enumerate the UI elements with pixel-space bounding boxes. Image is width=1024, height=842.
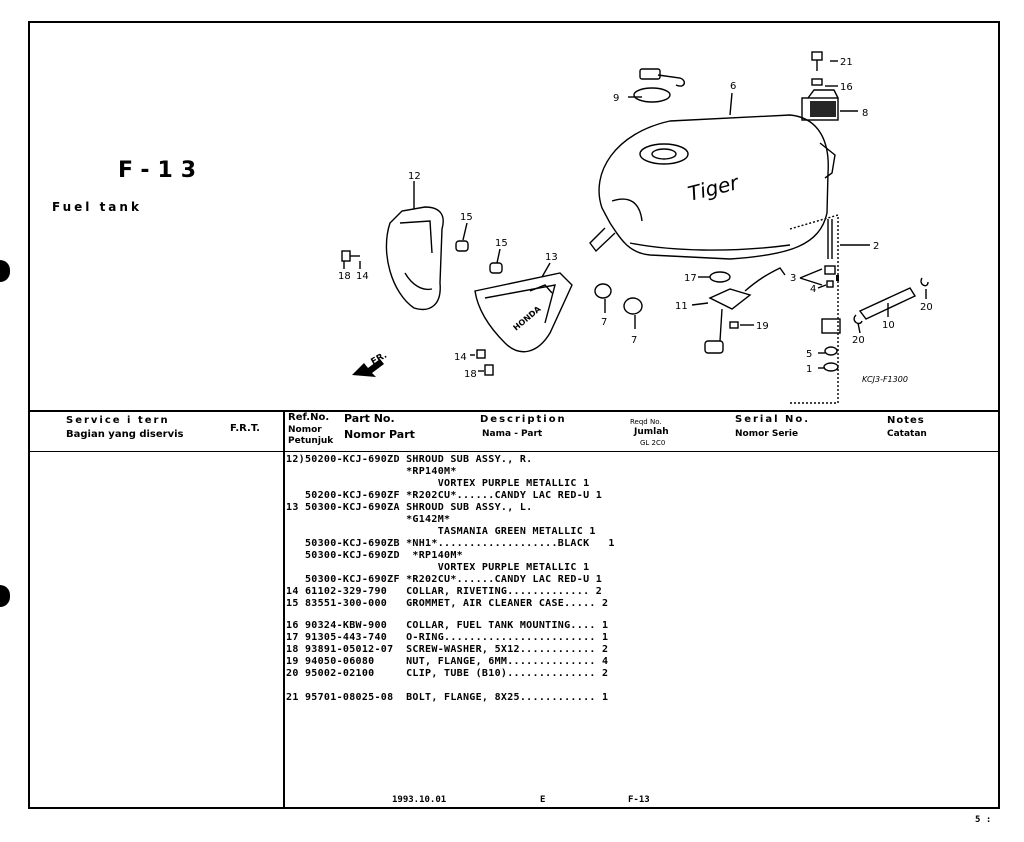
fuel-filler (639, 143, 689, 165)
callout-4: 4 (810, 284, 816, 295)
callout-18a: 18 (338, 271, 351, 282)
parts-sheet-frame: F-13 Fuel tank (28, 21, 1000, 809)
front-arrow (352, 359, 384, 377)
parts-row: 50300-KCJ-690ZF *R202CU*......CANDY LAC … (286, 574, 603, 585)
parts-row: 19 94050-06080 NUT, FLANGE, 6MM.........… (286, 656, 609, 667)
parts-row: VORTEX PURPLE METALLIC 1 (286, 562, 590, 573)
parts-row: TASMANIA GREEN METALLIC 1 (286, 526, 596, 537)
header-serial: Serial No. (735, 414, 811, 425)
header-frt: F.R.T. (230, 423, 260, 434)
callout-1: 1 (806, 364, 812, 375)
fuel-valve (708, 288, 752, 310)
footer-edition: E (540, 795, 546, 805)
parts-row: 21 95701-08025-08 BOLT, FLANGE, 8X25....… (286, 692, 609, 703)
parts-row: VORTEX PURPLE METALLIC 1 (286, 478, 590, 489)
parts-row: *G142M* (286, 514, 451, 525)
header-notes-id: Catatan (887, 429, 927, 439)
callout-6: 6 (730, 81, 736, 92)
callout-20b: 20 (852, 335, 865, 346)
callout-3: 3 (790, 273, 796, 284)
callout-7b: 7 (631, 335, 637, 346)
parts-row: 14 61102-329-790 COLLAR, RIVETING.......… (286, 586, 603, 597)
fuel-cap (633, 87, 671, 103)
callout-14b: 14 (454, 352, 467, 363)
header-reqd-model: GL 2C0 (640, 439, 666, 447)
callout-15b: 15 (495, 238, 508, 249)
parts-row: 15 83551-300-000 GROMMET, AIR CLEANER CA… (286, 598, 609, 609)
header-refno-id-2: Petunjuk (288, 436, 334, 446)
parts-row: 13 50300-KCJ-690ZA SHROUD SUB ASSY., L. (286, 502, 533, 513)
header-refno-id-1: Nomor (288, 425, 322, 435)
sheet-id: F-13 (118, 158, 205, 183)
parts-row: 20 95002-02100 CLIP, TUBE (B10).........… (286, 668, 609, 679)
callout-13: 13 (545, 252, 558, 263)
diagram-art: 21 16 8 9 6 2 12 15 15 13 18 14 17 3 4 2… (338, 51, 933, 404)
header-partno: Part No. (344, 412, 395, 425)
fuel-hose (858, 287, 917, 320)
callout-21: 21 (840, 57, 853, 68)
header-top-rule (30, 410, 998, 412)
parts-row: *RP140M* (286, 466, 457, 477)
footer-code: F-13 (628, 795, 650, 805)
callout-19: 19 (756, 321, 769, 332)
callout-18b: 18 (464, 369, 477, 380)
header-refno: Ref.No. (288, 412, 330, 423)
header-description-id: Nama - Part (482, 429, 543, 439)
callout-16: 16 (840, 82, 853, 93)
header-serial-id: Nomor Serie (735, 429, 799, 439)
callout-15a: 15 (460, 212, 473, 223)
callout-14a: 14 (356, 271, 369, 282)
parts-row: 17 91305-443-740 O-RING.................… (286, 632, 609, 643)
column-divider (283, 410, 285, 807)
sheet-title: Fuel tank (52, 200, 142, 214)
binder-hole-bottom (0, 585, 10, 607)
fuel-tank (598, 114, 829, 260)
parts-row: 50300-KCJ-690ZD *RP140M* (286, 550, 463, 561)
header-service-item-id: Bagian yang diservis (66, 429, 184, 440)
header-reqd-id: Jumlah (634, 427, 669, 437)
exploded-diagram: F-13 Fuel tank (30, 23, 998, 410)
parts-row: 50200-KCJ-690ZF *R202CU*......CANDY LAC … (286, 490, 603, 501)
callout-5: 5 (806, 349, 812, 360)
binder-hole-top (0, 260, 10, 282)
callout-11: 11 (675, 301, 688, 312)
callout-17: 17 (684, 273, 697, 284)
callout-8: 8 (862, 108, 868, 119)
callout-12: 12 (408, 171, 421, 182)
tank-brand-text: Tiger (685, 170, 742, 206)
parts-row: 12)50200-KCJ-690ZD SHROUD SUB ASSY., R. (286, 454, 533, 465)
header-service-item: Service i tern (66, 415, 170, 426)
header-partno-id: Nomor Part (344, 428, 415, 441)
header-reqd: Reqd No. (630, 418, 662, 426)
page-number: 5 : (975, 815, 992, 825)
callout-7a: 7 (601, 317, 607, 328)
shroud-brand-text: HONDA (512, 304, 544, 333)
callout-9: 9 (613, 93, 619, 104)
callout-20a: 20 (920, 302, 933, 313)
footer-date: 1993.10.01 (392, 795, 447, 805)
header-notes: Notes (887, 415, 925, 426)
parts-row: 50300-KCJ-690ZB *NH1*...................… (286, 538, 615, 549)
shroud-left (474, 272, 573, 353)
header-bottom-rule (30, 451, 998, 452)
callout-2: 2 (873, 241, 879, 252)
header-description: Description (480, 414, 567, 425)
bracket (801, 97, 839, 121)
shroud-right (385, 206, 444, 310)
parts-row: 18 93891-05012-07 SCREW-WASHER, 5X12....… (286, 644, 609, 655)
parts-row: 16 90324-KBW-900 COLLAR, FUEL TANK MOUNT… (286, 620, 609, 631)
callout-10: 10 (882, 320, 895, 331)
drawing-code: KCJ3-F1300 (862, 375, 908, 384)
